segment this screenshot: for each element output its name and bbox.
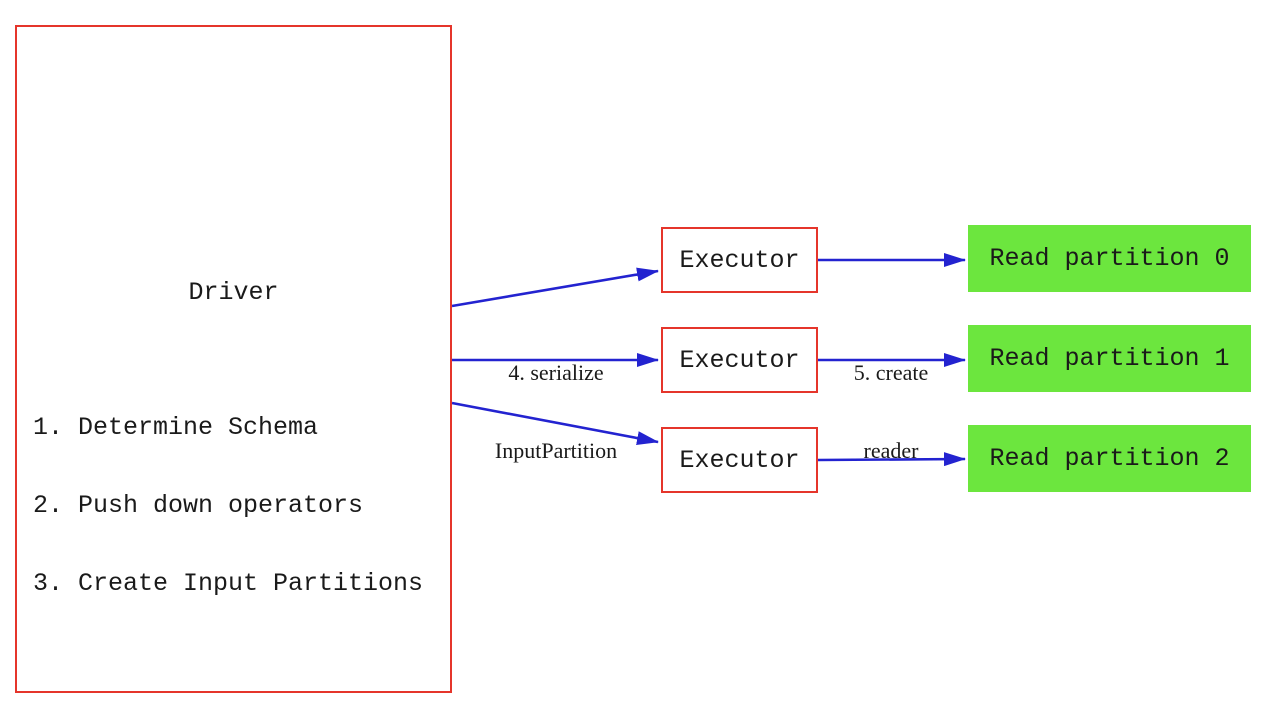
read-partition-2-label: Read partition 2 <box>989 444 1230 473</box>
driver-step-3: 3. Create Input Partitions <box>33 569 424 598</box>
driver-steps-list: 1. Determine Schema 2. Push down operato… <box>33 363 423 649</box>
read-partition-1-label: Read partition 1 <box>989 344 1230 373</box>
create-reader-label: 5. create reader <box>821 308 961 516</box>
driver-step-2: 2. Push down operators <box>33 491 364 520</box>
executor-box-1: Executor <box>661 227 818 293</box>
driver-box: Driver 1. Determine Schema 2. Push down … <box>15 25 452 693</box>
executor-2-label: Executor <box>679 345 800 375</box>
read-partition-0-box: Read partition 0 <box>968 225 1251 292</box>
serialize-inputpartition-label: 4. serialize InputPartition <box>456 308 656 516</box>
executor-box-3: Executor <box>661 427 818 493</box>
executor-1-label: Executor <box>679 245 800 275</box>
create-reader-label-line2: reader <box>863 438 919 463</box>
driver-step-1: 1. Determine Schema <box>33 413 319 442</box>
create-reader-label-line1: 5. create <box>853 360 929 385</box>
serialize-label-line1: 4. serialize <box>508 360 604 385</box>
read-partition-0-label: Read partition 0 <box>989 244 1230 273</box>
serialize-label-line2: InputPartition <box>494 438 618 463</box>
read-partition-2-box: Read partition 2 <box>968 425 1251 492</box>
driver-title: Driver <box>188 278 279 307</box>
executor-box-2: Executor <box>661 327 818 393</box>
read-partition-1-box: Read partition 1 <box>968 325 1251 392</box>
executor-3-label: Executor <box>679 445 800 475</box>
arrow-driver-to-executor-1 <box>451 267 659 308</box>
